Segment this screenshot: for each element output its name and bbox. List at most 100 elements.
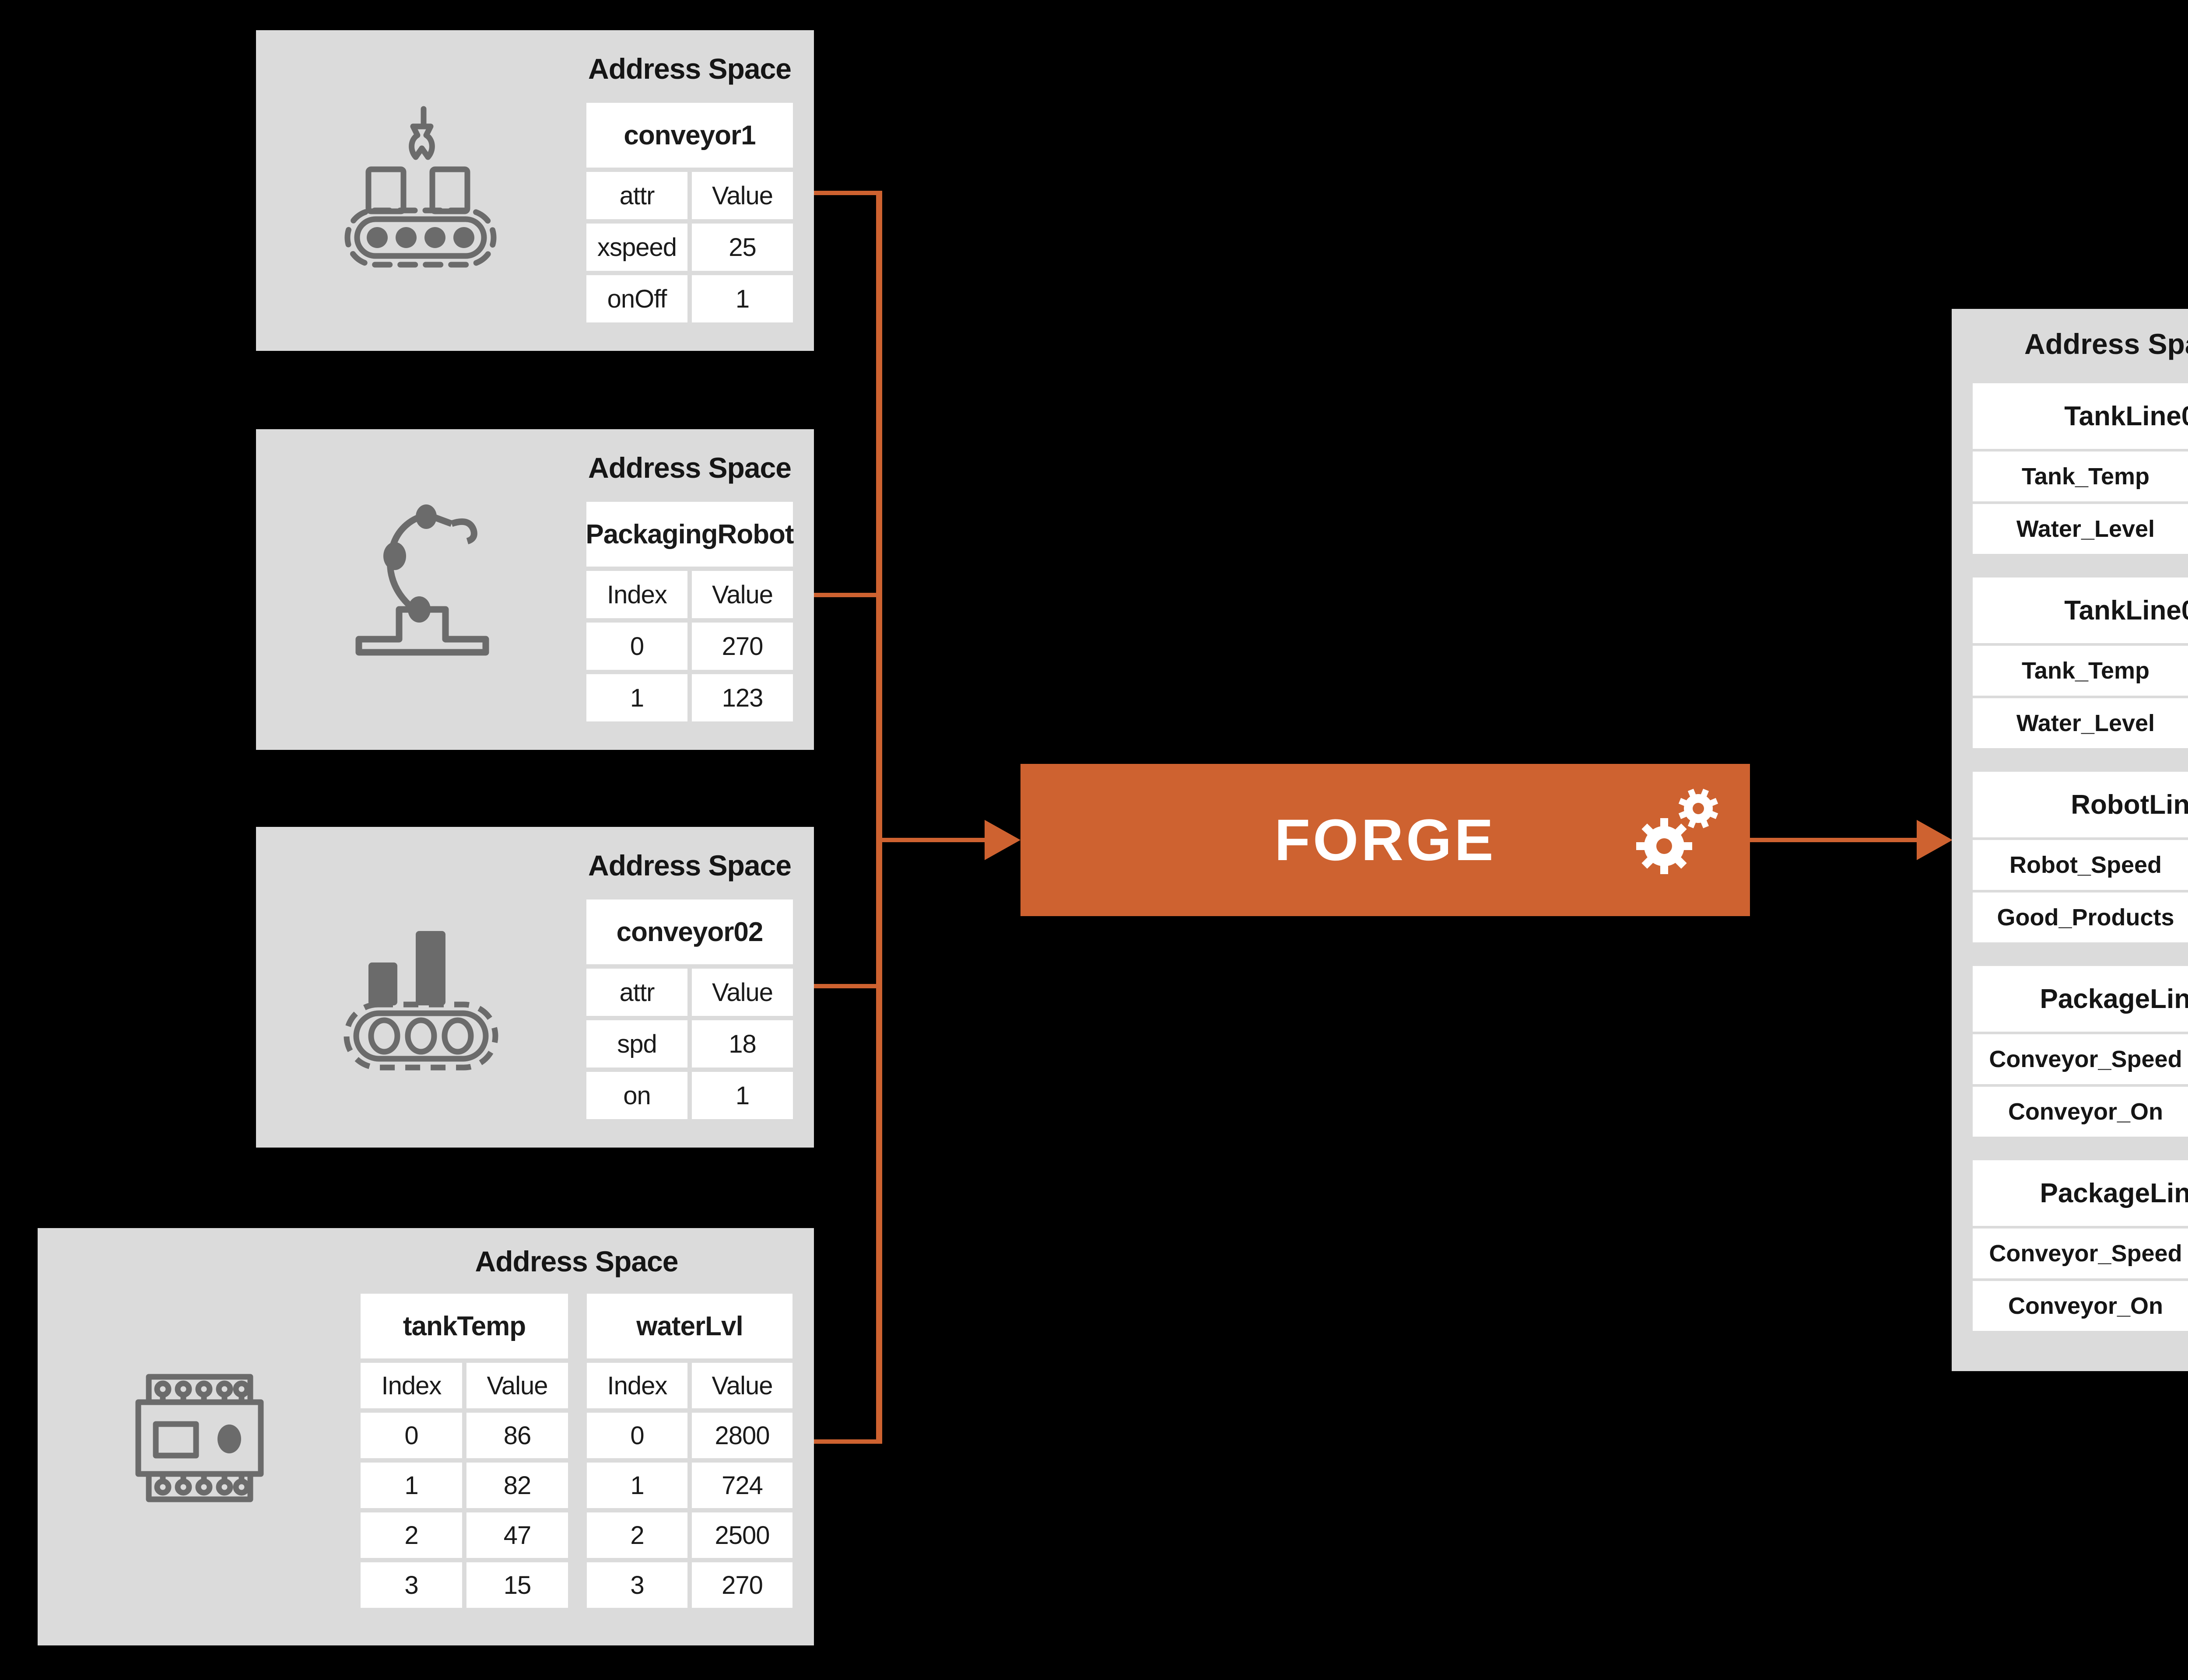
- table-row: 0 270: [586, 623, 793, 670]
- index-cell: 1: [361, 1463, 462, 1508]
- trunk-line: [876, 191, 882, 1444]
- output-group-robotline: RobotLine Robot_Speed 123 Good_Products …: [1973, 772, 2188, 942]
- attr-cell: Conveyor_Speed: [1973, 1034, 2188, 1084]
- table-row: on 1: [586, 1072, 793, 1119]
- arrowhead-into-forge-icon: [985, 820, 1020, 860]
- col-header: Value: [692, 172, 793, 219]
- table-row: Conveyor_Speed 18: [1973, 1228, 2188, 1278]
- table-row: 0 2800: [587, 1413, 792, 1458]
- col-header: Index: [587, 1363, 687, 1408]
- group-name: PackageLine01: [1973, 966, 2188, 1032]
- table-row: Water_Level 2800: [1973, 504, 2188, 554]
- value-cell: 18: [692, 1020, 793, 1068]
- output-groups: TankLine01 Tank_Temp 86 Water_Level 2800…: [1973, 383, 2188, 1331]
- group-name: PackageLine02: [1973, 1160, 2188, 1226]
- branch-line-conveyor02: [814, 984, 881, 988]
- group-name: TankLine02: [1973, 578, 2188, 643]
- forge-label: FORGE: [1274, 807, 1496, 873]
- attr-cell: Good_Products: [1973, 892, 2188, 942]
- output-group-tankline02: TankLine02 Tank_Temp 47 Water_Level 2500: [1973, 578, 2188, 748]
- device-table: conveyor02 attr Value spd 18 on 1: [586, 900, 793, 1119]
- col-header: Index: [361, 1363, 462, 1408]
- table-row: Conveyor_Speed 25: [1973, 1034, 2188, 1084]
- value-cell: 1: [692, 1072, 793, 1119]
- value-cell: 123: [692, 674, 793, 721]
- branch-line-packaging-robot: [814, 593, 881, 597]
- value-cell: 47: [466, 1512, 568, 1558]
- robot-arm-icon: [355, 504, 489, 656]
- table-name: conveyor1: [586, 103, 793, 168]
- table-header-row: attr Value: [586, 172, 793, 219]
- col-header: Value: [466, 1363, 568, 1408]
- group-name: TankLine01: [1973, 383, 2188, 449]
- table-header-row: Index Value: [586, 571, 793, 618]
- col-header: Value: [692, 1363, 792, 1408]
- gears-icon: [1636, 788, 1718, 874]
- table-name: tankTemp: [361, 1294, 568, 1358]
- address-space-title: Address Space: [475, 1245, 679, 1278]
- index-cell: 2: [587, 1512, 687, 1558]
- attr-cell: Conveyor_On: [1973, 1281, 2188, 1331]
- table-name: PackagingRobot: [586, 502, 794, 567]
- value-cell: 86: [466, 1413, 568, 1458]
- table-row: onOff 1: [586, 275, 793, 322]
- source-box-conveyor02: Address Space conveyor02 attr Value spd …: [256, 827, 814, 1148]
- value-cell: 270: [692, 1562, 792, 1608]
- attr-cell: xspeed: [586, 224, 687, 271]
- table-header-row: Index Value: [587, 1363, 792, 1408]
- table-row: 3 270: [587, 1562, 792, 1608]
- value-cell: 82: [466, 1463, 568, 1508]
- arrowhead-into-output-icon: [1917, 820, 1953, 860]
- table-row: 2 2500: [587, 1512, 792, 1558]
- table-row: Good_Products 270: [1973, 892, 2188, 942]
- address-space-title: Address Space: [588, 849, 792, 882]
- index-cell: 2: [361, 1512, 462, 1558]
- table-row: Conveyor_On 1: [1973, 1087, 2188, 1137]
- branch-line-conveyor1: [814, 191, 881, 195]
- arrow-shaft-into-forge: [881, 838, 985, 842]
- table-header-row: Index Value: [361, 1363, 568, 1408]
- col-header: Value: [692, 969, 793, 1016]
- attr-cell: onOff: [586, 275, 687, 322]
- attr-cell: Tank_Temp: [1973, 452, 2188, 501]
- attr-cell: on: [586, 1072, 687, 1119]
- value-cell: 2500: [692, 1512, 792, 1558]
- plc-device-icon: [135, 1374, 264, 1502]
- address-space-title: Address Space: [2024, 328, 2188, 360]
- branch-line-tank-plc: [814, 1439, 881, 1444]
- col-header: Value: [692, 571, 793, 618]
- table-row: Conveyor_On 1: [1973, 1281, 2188, 1331]
- arrow-shaft-out-of-forge: [1750, 838, 1918, 842]
- index-cell: 0: [586, 623, 687, 670]
- device-table: PackagingRobot Index Value 0 270 1 123: [586, 502, 794, 721]
- value-cell: 25: [692, 224, 793, 271]
- col-header: attr: [586, 172, 687, 219]
- source-box-conveyor1: Address Space conveyor1 attr Value xspee…: [256, 30, 814, 351]
- address-space-title: Address Space: [588, 52, 792, 85]
- index-cell: 0: [361, 1413, 462, 1458]
- attr-cell: Water_Level: [1973, 504, 2188, 554]
- table-row: 1 724: [587, 1463, 792, 1508]
- col-header: attr: [586, 969, 687, 1016]
- value-cell: 15: [466, 1562, 568, 1608]
- table-name: conveyor02: [586, 900, 793, 964]
- device-table-tanktemp: tankTemp Index Value 0 86 1 82 2 47 3 15: [361, 1294, 568, 1608]
- device-table-waterlvl: waterLvl Index Value 0 2800 1 724 2 2500…: [587, 1294, 792, 1608]
- source-box-packaging-robot: Address Space PackagingRobot Index Value…: [256, 429, 814, 750]
- index-cell: 3: [587, 1562, 687, 1608]
- table-row: Tank_Temp 47: [1973, 646, 2188, 696]
- output-group-packageline02: PackageLine02 Conveyor_Speed 18 Conveyor…: [1973, 1160, 2188, 1331]
- index-cell: 0: [587, 1413, 687, 1458]
- value-cell: 2800: [692, 1413, 792, 1458]
- attr-cell: Water_Level: [1973, 698, 2188, 748]
- index-cell: 1: [586, 674, 687, 721]
- table-name: waterLvl: [587, 1294, 792, 1358]
- table-row: spd 18: [586, 1020, 793, 1068]
- output-address-space-box: Address Space TankLine01 Tank_Temp 86 Wa…: [1952, 309, 2188, 1371]
- table-row: Tank_Temp 86: [1973, 452, 2188, 501]
- table-header-row: attr Value: [586, 969, 793, 1016]
- attr-cell: Robot_Speed: [1973, 840, 2188, 890]
- device-table: conveyor1 attr Value xspeed 25 onOff 1: [586, 103, 793, 322]
- table-row: 1 123: [586, 674, 793, 721]
